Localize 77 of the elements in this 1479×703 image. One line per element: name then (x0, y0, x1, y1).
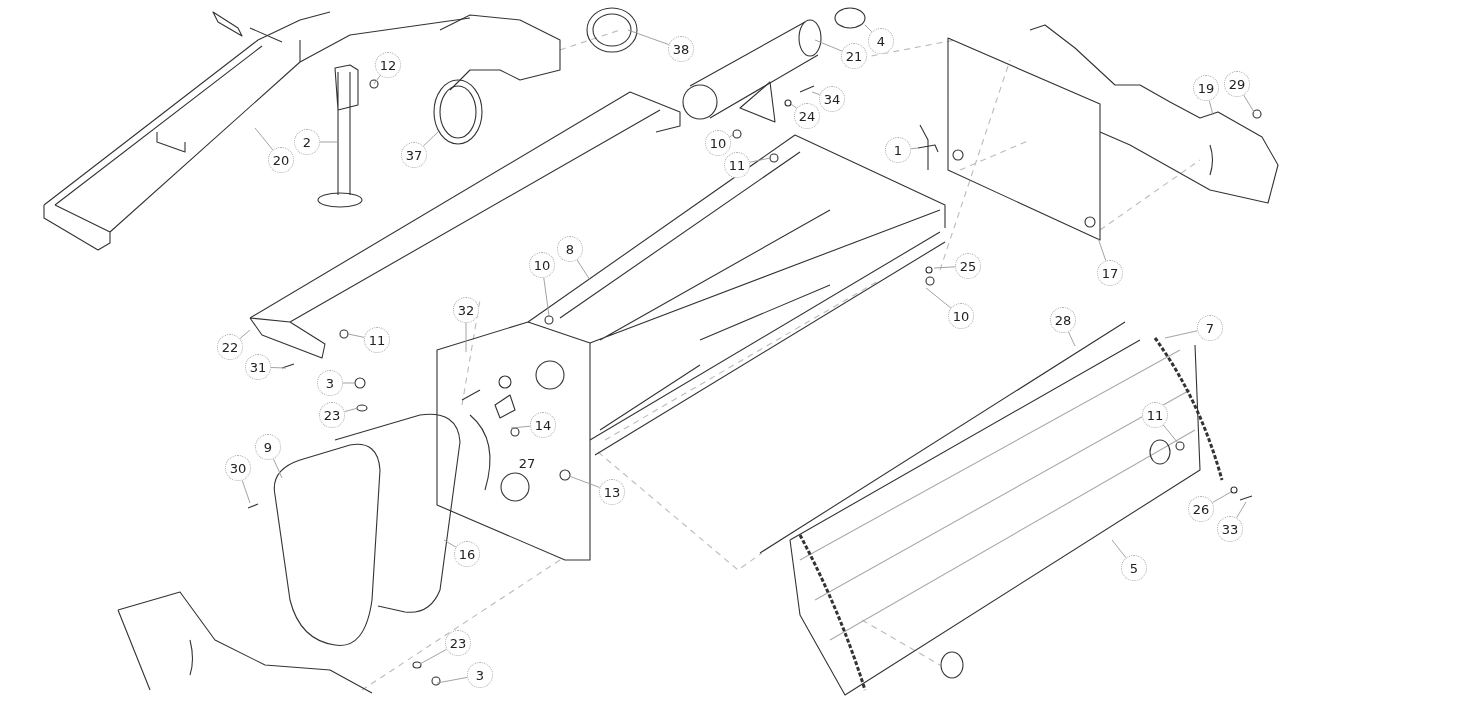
leader-line (1097, 237, 1107, 262)
callout-number: 34 (819, 86, 845, 112)
leader-line (342, 382, 356, 384)
callout-number: 9 (255, 434, 281, 460)
leader-line (373, 75, 381, 85)
callout-number: 2 (294, 129, 320, 155)
leader-line (811, 91, 821, 96)
callout-number: 10 (705, 130, 731, 156)
leader-line (568, 475, 601, 488)
callout-number: 12 (375, 52, 401, 78)
callout-number: 38 (668, 36, 694, 62)
callout-number: 4 (868, 28, 894, 54)
callout-number: 17 (1097, 260, 1123, 286)
callout-number: 7 (1197, 315, 1223, 341)
callout-number: 33 (1217, 516, 1243, 542)
callout-number: 10 (529, 252, 555, 278)
leader-line (510, 425, 531, 429)
callout-number: 30 (225, 455, 251, 481)
callout-number: 37 (401, 142, 427, 168)
leader-line (254, 127, 274, 151)
leader-line (864, 24, 873, 33)
leader-line (443, 539, 457, 548)
callout-number: 5 (1121, 555, 1147, 581)
callout-number: 29 (1224, 71, 1250, 97)
callout-number: 22 (217, 334, 243, 360)
leader-line (925, 287, 952, 309)
leader-line (272, 458, 283, 479)
callout-number: 19 (1193, 75, 1219, 101)
leader-line (1236, 501, 1247, 519)
leader-line (319, 141, 339, 143)
callout-number: 20 (268, 147, 294, 173)
callout-number: 13 (599, 479, 625, 505)
callout-number: 32 (453, 297, 479, 323)
callout-number: 21 (841, 43, 867, 69)
leader-line (790, 103, 798, 109)
callout-number: 14 (530, 412, 556, 438)
callout-number: 27 (517, 454, 537, 473)
leader-line (814, 39, 843, 52)
leader-line (1243, 94, 1255, 113)
callout-number: 24 (794, 103, 820, 129)
leader-line (239, 329, 251, 340)
leader-line (347, 333, 365, 338)
leader-line (1208, 100, 1214, 116)
callout-number: 23 (445, 630, 471, 656)
leader-line (1067, 331, 1076, 347)
callout-number: 11 (364, 327, 390, 353)
leader-line (933, 266, 956, 269)
callout-number: 11 (1142, 402, 1168, 428)
leader-line (419, 648, 448, 665)
leader-line (576, 259, 591, 281)
leader-line (910, 147, 919, 150)
callout-number: 26 (1188, 496, 1214, 522)
leader-line (1162, 424, 1179, 444)
leader-line (1111, 539, 1127, 559)
leader-line (465, 322, 467, 353)
leader-line (241, 479, 251, 504)
leader-line (543, 277, 550, 317)
callout-number: 28 (1050, 307, 1076, 333)
callout-number: 3 (317, 370, 343, 396)
leader-line (627, 29, 670, 46)
leader-line (1211, 491, 1232, 504)
callout-number: 3 (467, 662, 493, 688)
callout-number: 25 (955, 253, 981, 279)
leader-line (749, 157, 771, 163)
leader-line (729, 134, 734, 138)
callout-number: 10 (948, 303, 974, 329)
callout-number: 11 (724, 152, 750, 178)
callout-number: 8 (557, 236, 583, 262)
leader-line (422, 131, 439, 147)
callout-number: 23 (319, 402, 345, 428)
leader-line (344, 407, 359, 413)
callout-number: 16 (454, 541, 480, 567)
leader-line (436, 676, 468, 684)
leader-line (270, 367, 287, 369)
callout-number: 1 (885, 137, 911, 163)
callout-number: 31 (245, 354, 271, 380)
leader-line (1164, 330, 1198, 339)
